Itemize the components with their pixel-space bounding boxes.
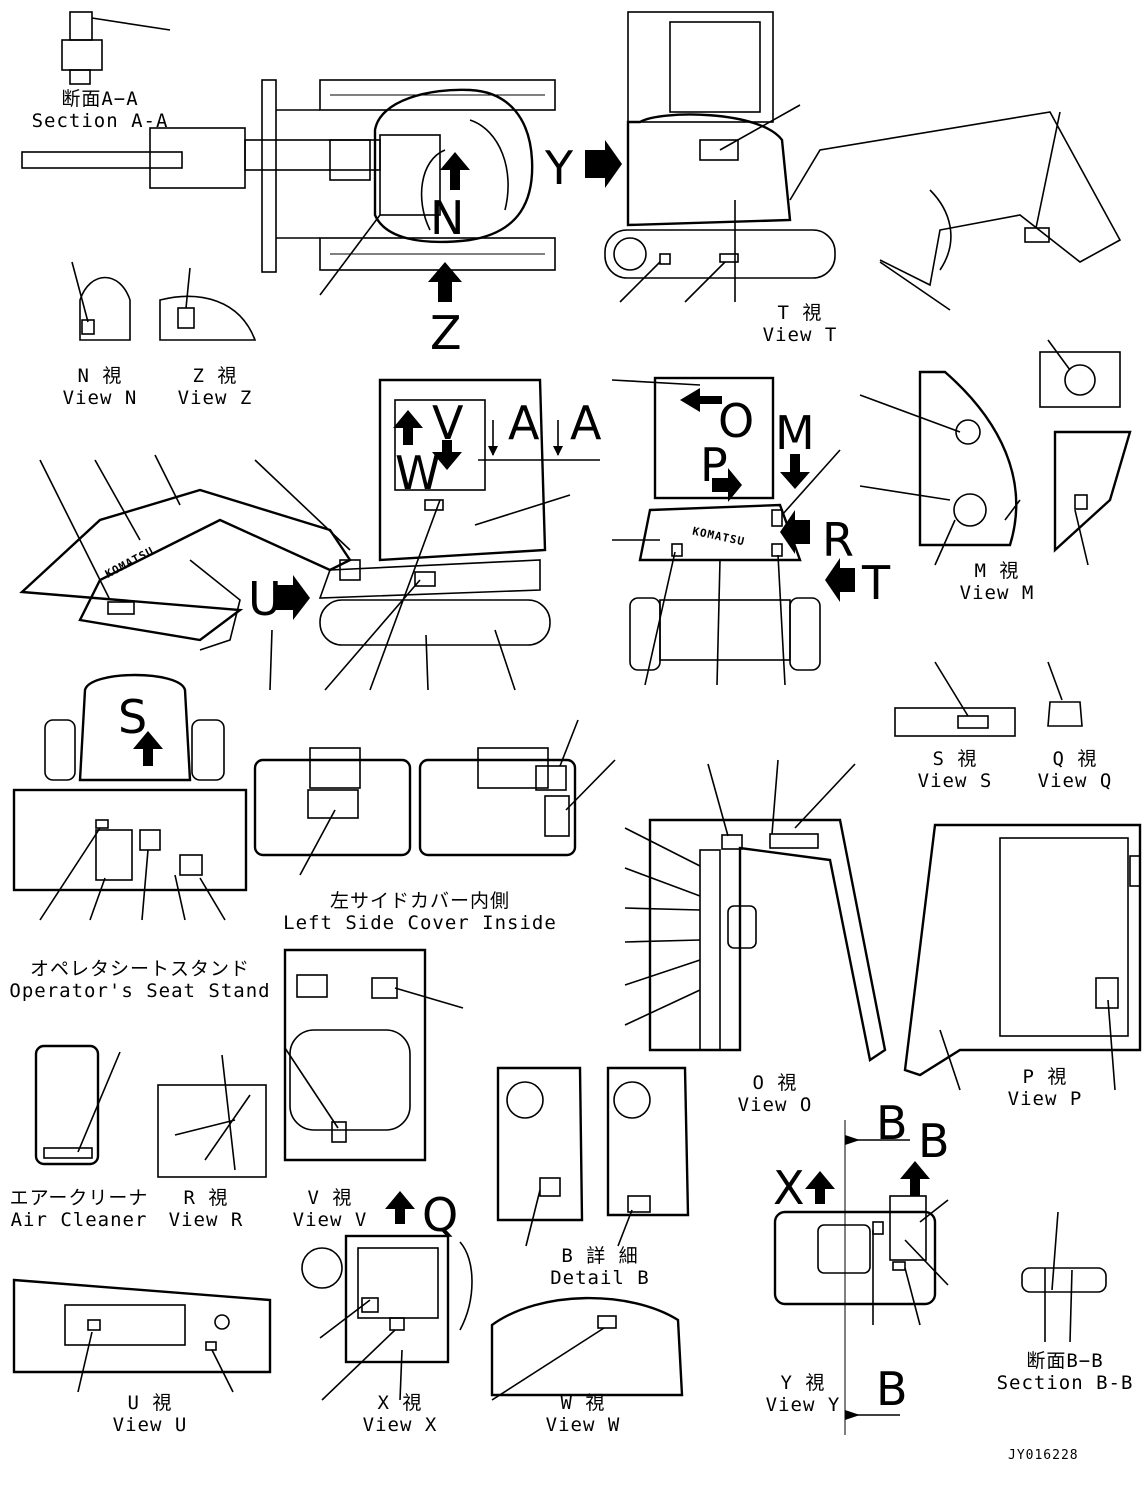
view-v-drawing	[283, 948, 464, 1162]
view-s-q-drawing	[894, 661, 1083, 737]
ref-letter-q: Q	[422, 1188, 459, 1242]
view-x-drawing	[301, 1191, 473, 1401]
rear-view-drawing	[611, 376, 855, 686]
ref-letter-x: X	[773, 1161, 805, 1215]
ref-letter-w: W	[395, 446, 441, 500]
ref-letter-t: T	[862, 556, 891, 610]
ref-letter-b2: B	[918, 1114, 950, 1168]
view-w-drawing	[490, 1296, 684, 1401]
left-cover-drawing	[253, 719, 616, 876]
ref-letter-n: N	[430, 191, 465, 245]
view-o-drawing	[624, 759, 887, 1062]
section-aa-drawing	[61, 11, 171, 85]
top-view-drawing	[21, 79, 556, 296]
view-u-drawing	[12, 1278, 272, 1393]
view-n-z-drawing	[71, 261, 257, 341]
ref-letter-s: S	[118, 690, 148, 744]
side-view-left-drawing	[19, 378, 571, 691]
ref-letter-v: V	[432, 396, 464, 450]
view-p-drawing	[903, 823, 1142, 1091]
side-view-t-drawing	[604, 11, 1122, 311]
ref-letter-b1: B	[876, 1096, 908, 1150]
section-bb-drawing	[1021, 1211, 1107, 1343]
drawing-code: JY016228	[1008, 1448, 1079, 1463]
detail-b-drawing	[496, 1066, 690, 1247]
ref-letter-u: U	[248, 572, 282, 626]
ref-letter-b3: B	[876, 1362, 908, 1416]
ref-letter-a1: A	[508, 396, 540, 450]
ref-letter-a2: A	[570, 396, 602, 450]
ref-letter-p: P	[700, 438, 728, 492]
view-m-drawing	[859, 339, 1132, 566]
seat-stand-drawing	[12, 673, 248, 921]
ref-letter-r: R	[822, 513, 854, 567]
view-y-drawing	[773, 1120, 949, 1435]
ref-letter-z: Z	[430, 306, 462, 360]
air-cleaner-drawing	[34, 1044, 121, 1166]
ref-letter-y: Y	[545, 141, 574, 195]
arrows-side-view	[275, 410, 600, 620]
view-r-drawing	[157, 1054, 267, 1178]
ref-letter-m: M	[775, 406, 815, 460]
ref-letter-o: O	[718, 394, 755, 448]
arrows-top-view	[428, 140, 622, 302]
